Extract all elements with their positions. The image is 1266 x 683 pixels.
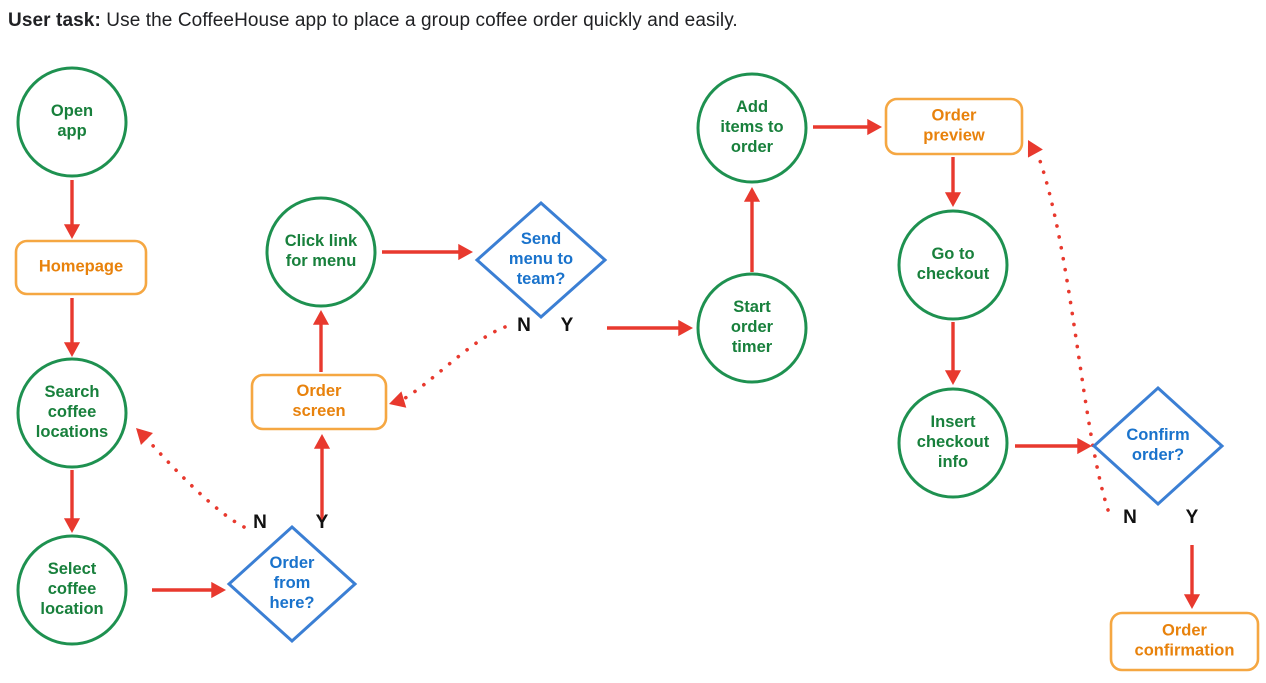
flow-node-homepage[interactable]: Homepage — [14, 239, 148, 296]
circle-shape — [16, 66, 128, 178]
arrow-head — [63, 224, 81, 239]
edge-send-menu-no-to-order-screen — [389, 325, 507, 408]
edge-add-items-to-preview — [813, 118, 882, 136]
edge-send-menu-yes-to-timer — [607, 319, 693, 337]
arrow-head — [1027, 140, 1043, 158]
rounded-rect-shape — [884, 97, 1024, 156]
edges-layer — [63, 118, 1201, 609]
arrow-head — [1183, 594, 1201, 609]
edge-search-to-select — [63, 470, 81, 533]
edge-select-to-order-from-here — [152, 581, 226, 599]
arrow-head — [63, 342, 81, 357]
arrow-head — [867, 118, 882, 136]
user-task-line: User task: Use the CoffeeHouse app to pl… — [8, 10, 738, 32]
circle-shape — [897, 387, 1009, 499]
edge-confirm-no-to-preview — [1027, 140, 1110, 512]
arrow-head — [136, 428, 153, 445]
node-label: Homepage — [39, 258, 123, 276]
edge-dotted-path — [398, 325, 507, 403]
rounded-rect-shape — [250, 373, 388, 431]
circle-shape — [897, 209, 1009, 321]
edge-click-link-to-send-menu — [382, 243, 473, 261]
edge-order-from-here-yes-to-screen — [313, 434, 331, 521]
branch-label-confirm-order-yes: Y — [1186, 507, 1199, 528]
branch-labels-layer: N Y N Y N Y — [253, 315, 1199, 533]
edge-insert-info-to-confirm — [1015, 437, 1092, 455]
diamond-shape — [474, 200, 608, 320]
rounded-rect-shape — [1109, 611, 1260, 672]
arrow-head — [63, 518, 81, 533]
circle-shape — [16, 357, 128, 469]
edge-confirm-yes-to-confirmation — [1183, 545, 1201, 609]
branch-label-send-menu-no: N — [517, 315, 531, 336]
edge-dotted-path — [1036, 153, 1110, 512]
arrow-head — [389, 391, 407, 408]
circle-shape — [16, 534, 128, 646]
user-task-label: User task: — [8, 10, 101, 31]
edge-order-from-here-no-to-search — [136, 428, 246, 529]
arrow-head — [211, 581, 226, 599]
rounded-rect-shape — [14, 239, 148, 296]
arrow-head — [313, 434, 331, 449]
arrow-head — [743, 187, 761, 202]
branch-label-confirm-order-no: N — [1123, 507, 1137, 528]
diamond-shape — [226, 524, 358, 644]
branch-label-order-from-here-yes: Y — [316, 512, 329, 533]
edge-order-screen-to-click-link — [312, 310, 330, 372]
branch-label-order-from-here-no: N — [253, 512, 267, 533]
arrow-head — [458, 243, 473, 261]
arrow-head — [312, 310, 330, 325]
circle-shape — [265, 196, 377, 308]
edge-preview-to-checkout — [944, 157, 962, 207]
edge-homepage-to-search — [63, 298, 81, 357]
edge-dotted-path — [143, 435, 246, 529]
edge-open-app-to-homepage — [63, 180, 81, 239]
circle-shape — [696, 272, 808, 384]
edge-timer-to-add-items — [743, 187, 761, 272]
user-task-text: Use the CoffeeHouse app to place a group… — [100, 10, 738, 31]
diamond-shape — [1091, 385, 1225, 507]
circle-shape — [696, 72, 808, 184]
branch-label-send-menu-yes: Y — [561, 315, 574, 336]
edge-checkout-to-insert-info — [944, 322, 962, 385]
arrow-head — [1077, 437, 1092, 455]
arrow-head — [678, 319, 693, 337]
arrow-head — [944, 192, 962, 207]
arrow-head — [944, 370, 962, 385]
